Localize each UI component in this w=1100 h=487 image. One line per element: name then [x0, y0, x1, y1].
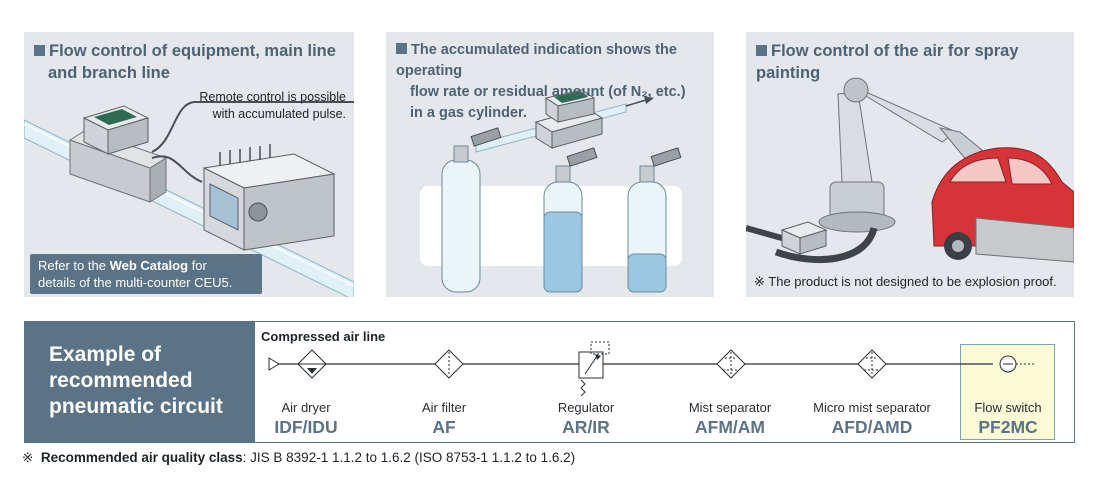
panel-title: Flow control of the air for spray painti… [756, 42, 1019, 82]
title-square-icon [34, 45, 45, 56]
web-catalog-callout: Refer to the Web Catalog for details of … [30, 254, 262, 294]
web-catalog-link[interactable]: Web Catalog [109, 258, 189, 273]
circuit-symbols [268, 341, 1035, 397]
micro-mist-separator-symbol [857, 349, 887, 379]
circuit-label: Example of recommended pneumatic circuit [25, 322, 255, 442]
flow-switch-symbol [999, 355, 1035, 373]
pneumatic-circuit-box: Example of recommended pneumatic circuit… [24, 321, 1075, 443]
air-filter-symbol [434, 349, 464, 379]
title-square-icon [396, 43, 407, 54]
component-micro-mist-separator: Micro mist separator AFD/AMD [813, 400, 931, 437]
component-regulator: Regulator AR/IR [557, 400, 615, 437]
panel-title: The accumulated indication shows the ope… [396, 42, 686, 121]
spray-painting-illustration [746, 77, 1074, 264]
panel-title: Flow control of equipment, main line and… [34, 40, 336, 84]
component-mist-separator: Mist separator AFM/AM [688, 400, 772, 437]
component-air-dryer: Air dryer IDF/IDU [274, 400, 338, 437]
explosion-proof-note: ※ The product is not designed to be expl… [754, 274, 1057, 289]
compressed-air-line-title: Compressed air line [261, 329, 386, 344]
air-dryer-symbol [297, 349, 327, 379]
component-air-filter: Air filter AF [421, 400, 467, 437]
air-quality-footnote: ※ Recommended air quality class: JIS B 8… [22, 450, 576, 465]
title-square-icon [756, 45, 767, 56]
gas-cylinder-illustration [420, 89, 682, 293]
mist-separator-symbol [716, 349, 746, 379]
equipment-illustration [24, 101, 354, 297]
illustration-panel-spray-painting: Flow control of the air for spray painti… [746, 32, 1074, 297]
regulator-symbol [578, 341, 610, 397]
illustration-panel-gas-cylinder: The accumulated indication shows the ope… [386, 32, 714, 297]
illustration-panel-equipment: Flow control of equipment, main line and… [24, 32, 354, 297]
component-flow-switch: Flow switch PF2MC [974, 400, 1042, 437]
